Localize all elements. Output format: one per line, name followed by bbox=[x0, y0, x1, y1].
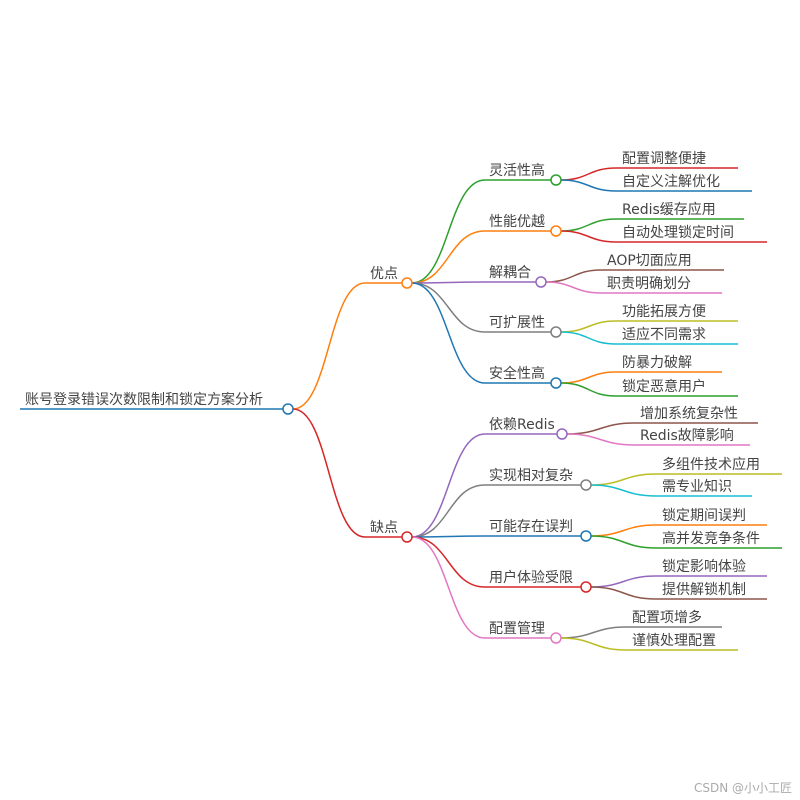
collapse-node-icon bbox=[401, 277, 413, 289]
leaf-topic: 多组件技术应用 bbox=[662, 456, 760, 473]
subtopic-connector bbox=[411, 281, 536, 284]
subtopic-connector bbox=[411, 433, 557, 538]
subtopic-connector bbox=[411, 536, 581, 588]
leaf-connector bbox=[560, 371, 722, 384]
leaf-connector bbox=[590, 484, 752, 497]
leaf-topic: 配置项增多 bbox=[632, 609, 702, 626]
leaf-connector bbox=[560, 331, 738, 345]
subtopic: 实现相对复杂 bbox=[489, 467, 573, 484]
leaf-connector bbox=[566, 422, 758, 435]
leaf-topic: 防暴力破解 bbox=[622, 355, 692, 371]
watermark: CSDN @小小工匠 bbox=[693, 781, 792, 795]
collapse-node-icon bbox=[550, 225, 562, 237]
leaf-topic: 自动处理锁定时间 bbox=[622, 225, 734, 241]
collapse-node-icon bbox=[401, 531, 413, 543]
leaf-connector bbox=[545, 281, 722, 294]
branch-topic: 缺点 bbox=[370, 520, 398, 536]
collapse-node-icon bbox=[550, 377, 562, 389]
leaf-connector bbox=[560, 167, 738, 181]
collapse-node-icon bbox=[550, 632, 562, 644]
leaf-topic: 需专业知识 bbox=[662, 478, 732, 495]
leaf-connector bbox=[590, 473, 782, 486]
leaf-connector bbox=[590, 575, 767, 588]
leaf-topic: AOP切面应用 bbox=[607, 252, 692, 269]
subtopic-connector bbox=[411, 282, 551, 384]
root-topic: 账号登录错误次数限制和锁定方案分析 bbox=[25, 391, 263, 408]
leaf-connector bbox=[590, 535, 782, 549]
subtopic: 解耦合 bbox=[489, 265, 531, 281]
collapse-node-icon bbox=[550, 174, 562, 186]
leaf-connector bbox=[560, 179, 752, 192]
subtopic: 灵活性高 bbox=[489, 162, 545, 179]
branch-connector bbox=[292, 408, 402, 538]
collapse-node-icon bbox=[282, 403, 294, 415]
leaf-topic: 锁定期间误判 bbox=[662, 508, 746, 524]
collapse-node-icon bbox=[580, 581, 592, 593]
leaf-topic: 自定义注解优化 bbox=[622, 174, 720, 190]
leaf-connector bbox=[560, 320, 738, 333]
leaf-connector bbox=[560, 218, 744, 232]
leaf-connector bbox=[560, 626, 722, 639]
leaf-connector bbox=[590, 586, 767, 600]
leaf-connector bbox=[560, 382, 738, 397]
subtopic: 可扩展性 bbox=[489, 315, 545, 331]
leaf-topic: Redis故障影响 bbox=[640, 428, 734, 444]
subtopic: 配置管理 bbox=[489, 621, 545, 637]
leaf-topic: 增加系统复杂性 bbox=[640, 405, 738, 422]
branch-connector bbox=[292, 282, 402, 410]
subtopic: 用户体验受限 bbox=[489, 569, 573, 586]
leaf-topic: 功能拓展方便 bbox=[622, 304, 706, 320]
leaf-topic: 适应不同需求 bbox=[622, 326, 706, 343]
subtopic: 可能存在误判 bbox=[489, 519, 573, 535]
leaf-topic: 锁定影响体验 bbox=[662, 559, 746, 575]
leaf-connector bbox=[545, 269, 724, 283]
subtopic-connector bbox=[411, 230, 551, 284]
leaf-connector bbox=[590, 524, 767, 537]
collapse-node-icon bbox=[580, 530, 592, 542]
subtopic-connector bbox=[411, 282, 551, 333]
branch-topic: 优点 bbox=[370, 266, 398, 282]
subtopic-connector bbox=[411, 536, 551, 639]
leaf-topic: 提供解锁机制 bbox=[662, 582, 746, 598]
leaf-connector bbox=[566, 433, 750, 446]
subtopic: 性能优越 bbox=[489, 214, 545, 230]
leaf-topic: 配置调整便捷 bbox=[622, 151, 706, 167]
leaf-connector bbox=[560, 637, 738, 651]
leaf-topic: 高并发竞争条件 bbox=[662, 530, 760, 547]
collapse-node-icon bbox=[550, 326, 562, 338]
collapse-node-icon bbox=[580, 479, 592, 491]
leaf-topic: 职责明确划分 bbox=[607, 276, 691, 292]
leaf-topic: 谨慎处理配置 bbox=[632, 633, 716, 649]
subtopic: 安全性高 bbox=[489, 365, 545, 382]
leaf-connector bbox=[560, 230, 767, 243]
leaf-topic: Redis缓存应用 bbox=[622, 201, 716, 218]
leaf-topic: 锁定恶意用户 bbox=[622, 378, 706, 395]
subtopic: 依赖Redis bbox=[489, 417, 555, 433]
collapse-node-icon bbox=[556, 428, 568, 440]
subtopic-connector bbox=[411, 484, 581, 538]
collapse-node-icon bbox=[535, 276, 547, 288]
subtopic-connector bbox=[411, 179, 551, 284]
subtopic-connector bbox=[411, 535, 581, 538]
